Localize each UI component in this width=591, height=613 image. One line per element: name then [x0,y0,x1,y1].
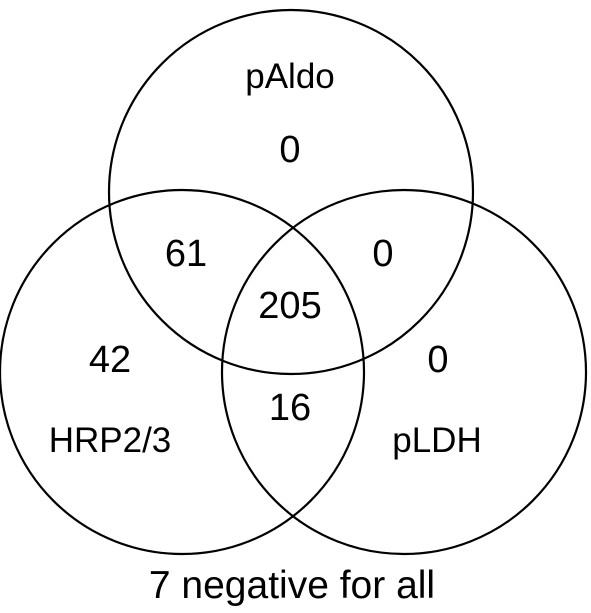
set-label-pLDH: pLDH [392,421,481,460]
circle-pLDH [220,188,588,556]
count-pLDH-only: 0 [427,339,448,381]
set-label-pAldo: pAldo [245,57,335,96]
count-all-three: 205 [258,285,321,327]
set-label-HRP2-3: HRP2/3 [49,421,172,460]
circle-HRP2-3 [0,188,366,556]
count-HRP2-3-only: 42 [89,339,131,381]
footer-note: 7 negative for all [149,564,435,607]
count-pAldo-HRP2-3: 61 [165,233,207,275]
count-pAldo-pLDH: 0 [372,233,393,275]
count-pAldo-only: 0 [279,129,300,171]
circle-pAldo [107,8,475,376]
count-HRP2-3-pLDH: 16 [269,387,311,429]
